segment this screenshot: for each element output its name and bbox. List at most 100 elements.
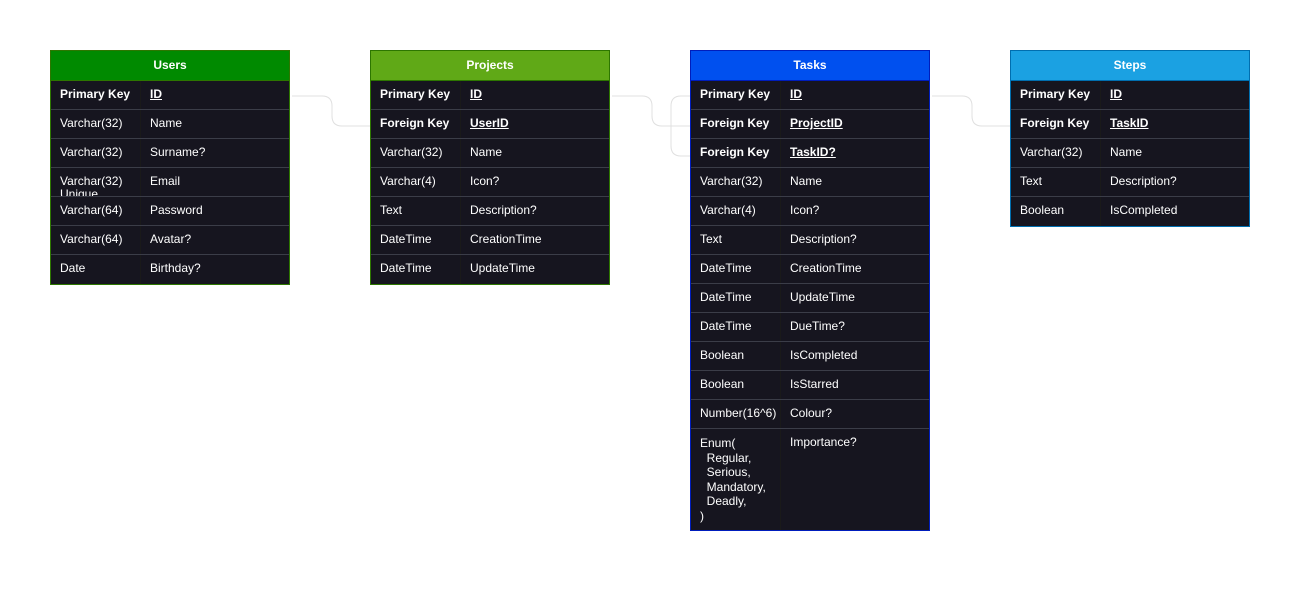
connector-users-projects (292, 95, 371, 127)
column-type: DateTime (371, 255, 461, 284)
column-type: Varchar(32) (1011, 139, 1101, 167)
table-row[interactable]: Foreign Key TaskID (1011, 110, 1249, 139)
column-type: Foreign Key (691, 139, 781, 167)
column-name: TaskID? (790, 145, 836, 159)
column-name: Name (1110, 145, 1143, 159)
table-row[interactable]: DateTime CreationTime (371, 226, 609, 255)
table-row[interactable]: Boolean IsCompleted (1011, 197, 1249, 226)
column-type: Primary Key (1011, 81, 1101, 109)
column-name: Name (150, 116, 183, 130)
column-type: Varchar(32) (371, 139, 461, 167)
column-name: Description? (790, 232, 857, 246)
table-row[interactable]: Primary Key ID (691, 81, 929, 110)
column-type: Varchar(4) (371, 168, 461, 196)
column-type: Date (51, 255, 141, 284)
table-row[interactable]: DateTime CreationTime (691, 255, 929, 284)
table-row[interactable]: Foreign Key UserID (371, 110, 609, 139)
column-type: DateTime (371, 226, 461, 254)
column-name: Icon? (470, 174, 500, 188)
column-type: DateTime (691, 284, 781, 312)
column-type: Varchar(4) (691, 197, 781, 225)
table-row[interactable]: Varchar(32) Name (1011, 139, 1249, 168)
table-row[interactable]: Varchar(64) Password (51, 197, 289, 226)
column-name: Email (150, 174, 181, 188)
column-name: Icon? (790, 203, 820, 217)
column-name: IsCompleted (790, 348, 858, 362)
column-name: CreationTime (790, 261, 862, 275)
column-name: Avatar? (150, 232, 192, 246)
column-name: Birthday? (150, 261, 201, 275)
column-name: Name (470, 145, 503, 159)
steps-table[interactable]: Steps Primary Key ID Foreign Key TaskID … (1010, 50, 1250, 227)
steps-table-header: Steps (1011, 51, 1249, 81)
column-name: ID (470, 87, 482, 101)
column-type: Varchar(64) (51, 197, 141, 225)
table-row[interactable]: Foreign Key TaskID? (691, 139, 929, 168)
column-name: Description? (1110, 174, 1177, 188)
column-type: Primary Key (51, 81, 141, 109)
tasks-table-header: Tasks (691, 51, 929, 81)
table-row[interactable]: Text Description? (691, 226, 929, 255)
column-type: Foreign Key (691, 110, 781, 138)
column-name: Description? (470, 203, 537, 217)
table-row[interactable]: DateTime UpdateTime (371, 255, 609, 284)
table-row[interactable]: DateTime UpdateTime (691, 284, 929, 313)
column-name: Surname? (150, 145, 206, 159)
table-row[interactable]: Date Birthday? (51, 255, 289, 284)
column-type: Number(16^6) (691, 400, 781, 428)
table-row[interactable]: Foreign Key ProjectID (691, 110, 929, 139)
projects-table[interactable]: Projects Primary Key ID Foreign Key User… (370, 50, 610, 285)
column-name: IsCompleted (1110, 203, 1178, 217)
table-row[interactable]: Varchar(32) Name (51, 110, 289, 139)
column-name: Name (790, 174, 823, 188)
table-row[interactable]: Number(16^6) Colour? (691, 400, 929, 429)
column-name: ID (1110, 87, 1122, 101)
table-row[interactable]: Varchar(32) Name (691, 168, 929, 197)
table-row[interactable]: Enum( Regular, Serious, Mandatory, Deadl… (691, 429, 929, 530)
table-row[interactable]: DateTime DueTime? (691, 313, 929, 342)
connector-projects-tasks (612, 95, 691, 127)
tasks-table[interactable]: Tasks Primary Key ID Foreign Key Project… (690, 50, 930, 531)
column-type: Primary Key (371, 81, 461, 109)
connector-tasks-self (670, 95, 691, 157)
column-type: Primary Key (691, 81, 781, 109)
table-row[interactable]: Varchar(32) Surname? (51, 139, 289, 168)
column-type: Varchar(32) (51, 110, 141, 138)
table-row[interactable]: Text Description? (1011, 168, 1249, 197)
column-type: Boolean (691, 371, 781, 399)
column-name: TaskID (1110, 116, 1149, 130)
column-name: CreationTime (470, 232, 542, 246)
table-row[interactable]: Varchar(4) Icon? (371, 168, 609, 197)
projects-table-header: Projects (371, 51, 609, 81)
column-name: Colour? (790, 406, 833, 420)
column-type: Varchar(64) (51, 226, 141, 254)
table-row[interactable]: Text Description? (371, 197, 609, 226)
table-row[interactable]: Primary Key ID (51, 81, 289, 110)
table-row[interactable]: Boolean IsCompleted (691, 342, 929, 371)
users-table-header: Users (51, 51, 289, 81)
column-type: Enum( Regular, Serious, Mandatory, Deadl… (691, 429, 781, 530)
users-table[interactable]: Users Primary Key ID Varchar(32) Name Va… (50, 50, 290, 285)
table-row[interactable]: Varchar(32) Unique Email (51, 168, 289, 197)
column-name: UserID (470, 116, 509, 130)
column-type: Foreign Key (1011, 110, 1101, 138)
table-row[interactable]: Boolean IsStarred (691, 371, 929, 400)
column-name: Password (150, 203, 203, 217)
column-type: Text (691, 226, 781, 254)
connector-tasks-steps (932, 95, 1011, 127)
table-row[interactable]: Varchar(4) Icon? (691, 197, 929, 226)
table-row[interactable]: Varchar(32) Name (371, 139, 609, 168)
column-name: UpdateTime (470, 261, 535, 275)
column-type: Varchar(32) (51, 139, 141, 167)
table-row[interactable]: Primary Key ID (371, 81, 609, 110)
column-name: Importance? (790, 435, 857, 449)
column-type: DateTime (691, 255, 781, 283)
column-type: Text (371, 197, 461, 225)
column-type: DateTime (691, 313, 781, 341)
table-row[interactable]: Varchar(64) Avatar? (51, 226, 289, 255)
column-name: DueTime? (790, 319, 845, 333)
column-name: ProjectID (790, 116, 843, 130)
table-row[interactable]: Primary Key ID (1011, 81, 1249, 110)
column-type: Foreign Key (371, 110, 461, 138)
column-name: IsStarred (790, 377, 839, 391)
